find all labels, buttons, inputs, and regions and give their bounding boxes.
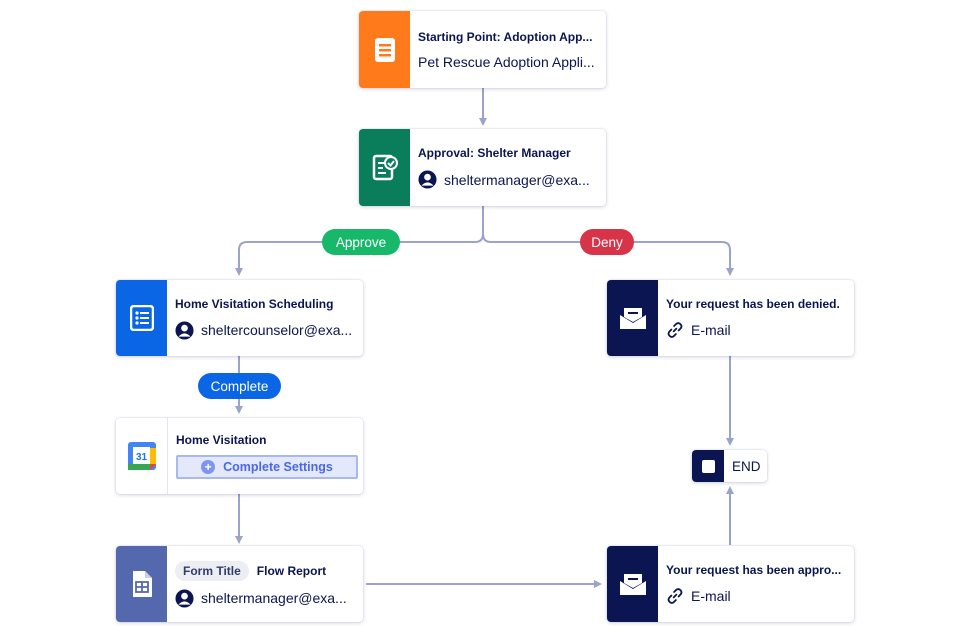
branch-approve-pill[interactable]: Approve [322,229,400,255]
end-label: END [732,458,761,474]
document-icon [374,37,395,62]
node-subtitle: Pet Rescue Adoption Appli... [418,54,598,70]
form-task-icon-box [116,280,167,356]
checklist-icon [129,305,154,331]
node-title: Home Visitation Scheduling [175,296,334,311]
node-assignee: sheltermanager@exa... [175,588,355,608]
channel-label: E-mail [691,322,731,338]
branch-complete-pill[interactable]: Complete [198,373,281,399]
assignee-email: sheltermanager@exa... [201,590,347,606]
google-calendar-icon: 31 [127,442,156,470]
node-title: Your request has been denied. [666,297,840,311]
report-icon-box [116,546,167,622]
user-avatar-icon [175,588,194,608]
spreadsheet-icon [132,571,152,597]
node-flow-report[interactable]: Form Title Flow Report sheltermanager@ex… [116,546,363,622]
approval-check-icon [372,154,398,180]
stop-icon [692,450,724,482]
node-approval[interactable]: Approval: Shelter Manager sheltermanager… [359,129,606,206]
branch-deny-pill[interactable]: Deny [580,229,634,255]
node-title-row: Form Title Flow Report [175,560,355,581]
connector-approval-to-denied [482,233,734,276]
node-starting-point[interactable]: Starting Point: Adoption App... Pet Resc… [359,11,606,88]
plus-icon: + [201,460,216,474]
node-channel: E-mail [666,321,846,339]
node-title: Home Visitation [176,433,267,447]
user-avatar-icon [418,170,437,189]
envelope-icon [619,574,646,595]
link-icon [667,322,683,338]
node-end[interactable]: END [692,450,767,482]
calendar-day: 31 [135,452,147,463]
channel-label: E-mail [691,588,731,604]
node-assignee: sheltercounselor@exa... [175,320,355,340]
node-approved-email[interactable]: Your request has been appro... E-mail [607,546,854,622]
email-icon-box [607,280,658,356]
envelope-icon [619,308,646,329]
node-title: Approval: Shelter Manager [418,146,571,160]
assignee-email: sheltercounselor@exa... [201,322,353,338]
node-denied-email[interactable]: Your request has been denied. E-mail [607,280,854,356]
user-avatar-icon [175,320,194,340]
starting-point-icon-box [359,11,410,88]
approval-icon-box [359,129,410,206]
email-icon-box [607,546,658,622]
node-home-visitation-scheduling[interactable]: Home Visitation Scheduling sheltercounse… [116,280,363,356]
assignee-email: sheltermanager@exa... [444,171,590,188]
link-icon [667,588,683,604]
complete-settings-button[interactable]: + Complete Settings [176,455,358,479]
node-channel: E-mail [666,587,846,605]
node-title: Starting Point: Adoption App... [418,29,593,44]
calendar-icon-box: 31 [116,418,168,494]
form-name: Pet Rescue Adoption Appli... [418,53,595,70]
node-title: Your request has been appro... [666,563,842,577]
form-title-chip: Form Title [175,560,249,581]
node-title: Flow Report [256,563,327,578]
complete-settings-label: Complete Settings [223,460,333,474]
node-home-visitation[interactable]: 31 Home Visitation + Complete Settings [116,418,363,494]
node-assignee: sheltermanager@exa... [418,170,598,189]
